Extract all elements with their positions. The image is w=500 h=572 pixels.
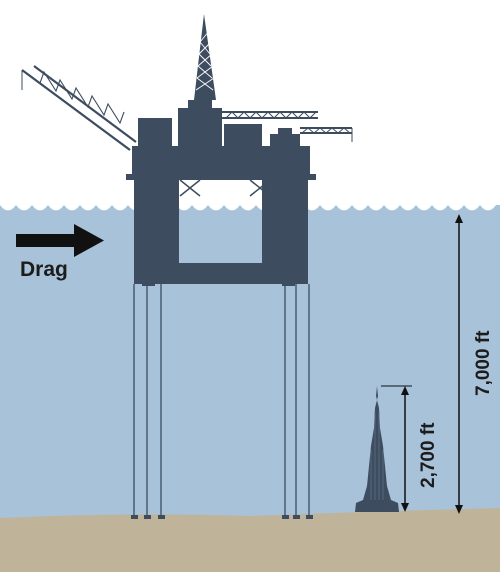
tower-height-label: 2,700 ft bbox=[418, 422, 439, 488]
water-depth-label: 7,000 ft bbox=[473, 330, 494, 396]
skyscraper-window-lines bbox=[370, 412, 384, 500]
crane-boom-left bbox=[21, 65, 137, 151]
mooring-tendons bbox=[133, 284, 310, 516]
drag-arrow-icon bbox=[16, 224, 104, 257]
water-depth-dimension bbox=[455, 214, 463, 514]
derrick-tower bbox=[194, 14, 216, 100]
drag-label: Drag bbox=[20, 258, 68, 281]
crane-boom-right bbox=[222, 111, 353, 142]
platform-topsides bbox=[126, 100, 316, 180]
deck-trusses bbox=[175, 179, 271, 198]
seabed bbox=[0, 508, 500, 572]
platform-hull bbox=[134, 176, 308, 286]
skyscraper-silhouette-icon bbox=[355, 386, 399, 512]
tendon-anchors bbox=[131, 515, 313, 519]
tower-height-dimension bbox=[381, 385, 412, 512]
